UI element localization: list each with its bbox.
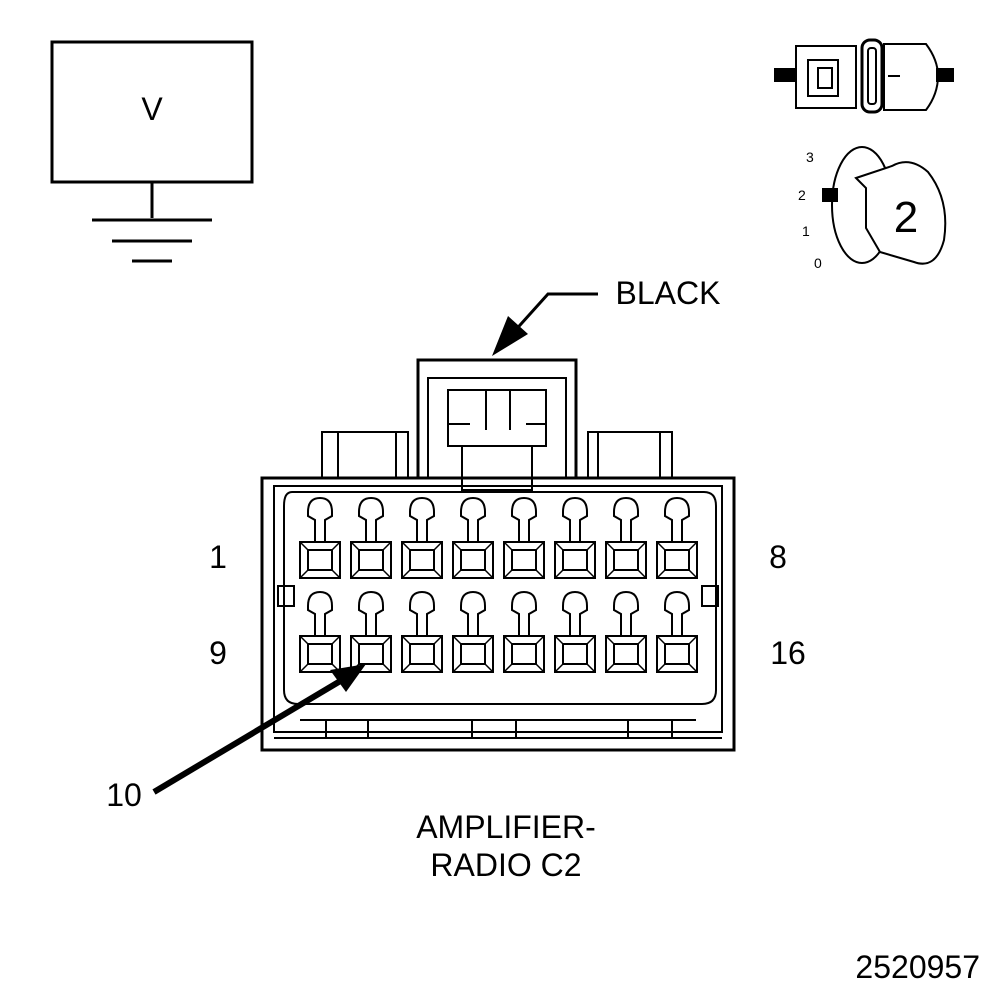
color-callout: BLACK [492, 275, 720, 356]
pin-cavity-1 [299, 496, 341, 579]
pin-cavity-13 [503, 590, 545, 673]
pin-cavity-6 [554, 496, 596, 579]
key-position-3: 3 [806, 149, 814, 165]
key-position-1: 1 [802, 223, 810, 239]
key-position-2: 2 [798, 187, 806, 203]
connector-name-line1: AMPLIFIER- [416, 809, 596, 845]
pin-cavity-2 [350, 496, 392, 579]
pin-cavity-8 [656, 496, 698, 579]
pin-label-last-top: 8 [769, 539, 787, 575]
pin-cavity-10 [350, 590, 392, 673]
pin-callout: 10 [106, 664, 366, 813]
ignition-key-icon: 3 2 1 0 2 [798, 146, 947, 271]
pin-cavity-3 [401, 496, 443, 579]
pin-cavity-5 [503, 496, 545, 579]
pin-label-first-top: 1 [209, 539, 227, 575]
meter-label: V [141, 91, 163, 127]
pin-label-last-bottom: 16 [770, 635, 806, 671]
connector-name-line2: RADIO C2 [430, 847, 581, 883]
pin-cavity-15 [605, 590, 647, 673]
pin-cavity-9 [299, 590, 341, 673]
pin-cavity-11 [401, 590, 443, 673]
key-position-0: 0 [814, 255, 822, 271]
callout-pin-label: 10 [106, 777, 142, 813]
pin-cavity-4 [452, 496, 494, 579]
pin-cavity-7 [605, 496, 647, 579]
pin-cavities [299, 496, 698, 673]
connector-body [260, 358, 736, 752]
disconnect-connector-icon [774, 38, 954, 114]
pin-cavity-12 [452, 590, 494, 673]
pin-cavity-14 [554, 590, 596, 673]
pin-label-first-bottom: 9 [209, 635, 227, 671]
connector-color-label: BLACK [616, 275, 721, 311]
key-number: 2 [894, 193, 918, 242]
figure-id: 2520957 [855, 949, 980, 985]
pin-cavity-16 [656, 590, 698, 673]
voltmeter-ground-icon: V [50, 40, 254, 263]
